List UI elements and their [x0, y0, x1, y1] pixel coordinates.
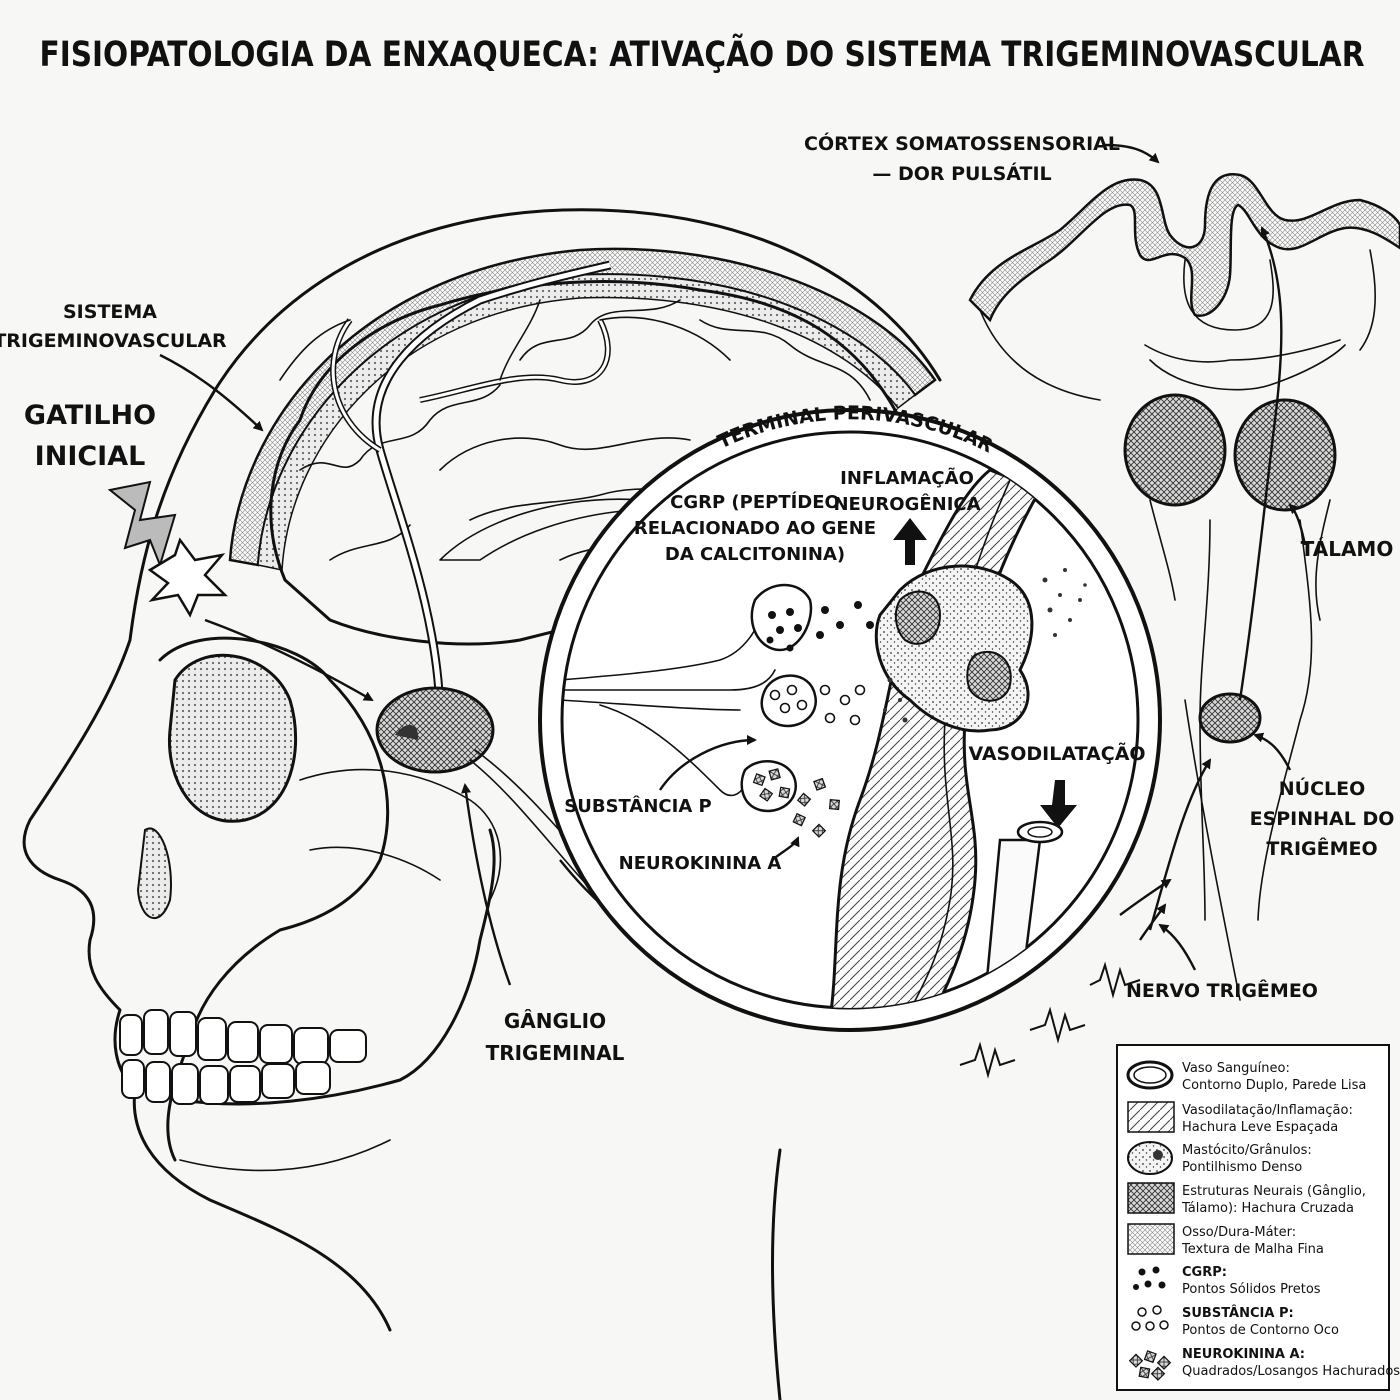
svg-text:Pontilhismo Denso: Pontilhismo Denso	[1182, 1160, 1302, 1175]
svg-text:Estruturas Neurais (Gânglio,: Estruturas Neurais (Gânglio,	[1182, 1184, 1366, 1199]
substancia-p-label: SUBSTÂNCIA P	[564, 795, 711, 817]
vasodilation-arrow	[1040, 780, 1077, 828]
svg-text:Pontos de Contorno Oco: Pontos de Contorno Oco	[1182, 1323, 1339, 1338]
svg-text:INICIAL: INICIAL	[35, 441, 146, 472]
eye-orbit	[167, 653, 298, 823]
thalamus-left	[1123, 393, 1227, 507]
svg-text:CGRP:: CGRP:	[1182, 1265, 1227, 1280]
svg-text:Hachura Leve Espaçada: Hachura Leve Espaçada	[1182, 1120, 1338, 1135]
svg-text:INFLAMAÇÃO: INFLAMAÇÃO	[840, 466, 974, 489]
svg-text:TRIGÊMEO: TRIGÊMEO	[1266, 837, 1377, 860]
perivascular-terminal-zoom: TERMINAL PERIVASCULAR	[538, 402, 1162, 1032]
sistema-trigeminovascular-label: SISTEMA TRIGEMINOVASCULAR	[0, 301, 227, 352]
svg-text:Osso/Dura-Máter:: Osso/Dura-Máter:	[1182, 1225, 1296, 1240]
svg-text:TRIGEMINOVASCULAR: TRIGEMINOVASCULAR	[0, 330, 227, 352]
legend-vasodilatacao: Vasodilatação/Inflamação: Hachura Leve E…	[1127, 1101, 1353, 1135]
svg-text:CGRP (PEPTÍDEO: CGRP (PEPTÍDEO	[670, 491, 840, 513]
svg-text:NEUROKININA A:: NEUROKININA A:	[1182, 1347, 1305, 1362]
cgrp-label: CGRP (PEPTÍDEO RELACIONADO AO GENE DA CA…	[634, 491, 876, 565]
ganglio-label: GÂNGLIO TRIGEMINAL	[486, 1009, 625, 1065]
svg-text:Textura de Malha Fina: Textura de Malha Fina	[1181, 1242, 1324, 1257]
neurokinin-a-molecules	[752, 768, 840, 838]
svg-text:NÚCLEO: NÚCLEO	[1279, 776, 1366, 800]
legend-osso: Osso/Dura-Máter: Textura de Malha Fina	[1127, 1223, 1324, 1257]
svg-text:Mastócito/Grânulos:: Mastócito/Grânulos:	[1182, 1143, 1312, 1158]
svg-text:Vasodilatação/Inflamação:: Vasodilatação/Inflamação:	[1182, 1103, 1353, 1118]
nerve-signal-waves	[959, 961, 1141, 1079]
legend-cgrp: CGRP: Pontos Sólidos Pretos	[1133, 1265, 1321, 1297]
svg-text:NEUROGÊNICA: NEUROGÊNICA	[833, 493, 980, 515]
thalamus-right	[1233, 398, 1337, 512]
cortex-label: CÓRTEX SOMATOSSENSORIAL — DOR PULSÁTIL	[804, 131, 1120, 185]
head-outline	[22, 208, 942, 1332]
svg-text:RELACIONADO AO GENE: RELACIONADO AO GENE	[634, 518, 876, 539]
svg-text:SUBSTÂNCIA P:: SUBSTÂNCIA P:	[1182, 1305, 1294, 1321]
neurokinina-label: NEUROKININA A	[619, 853, 782, 874]
legend-mastocito: Mastócito/Grânulos: Pontilhismo Denso	[1127, 1141, 1312, 1175]
svg-text:Vaso Sanguíneo:: Vaso Sanguíneo:	[1182, 1061, 1290, 1076]
brain-section	[968, 172, 1400, 931]
gatilho-inicial-label: GATILHO INICIAL	[24, 400, 156, 472]
svg-text:GÂNGLIO: GÂNGLIO	[504, 1009, 606, 1033]
trigger-lightning-icon	[107, 480, 229, 618]
cgrp-molecules	[766, 601, 874, 652]
svg-text:ESPINHAL DO: ESPINHAL DO	[1250, 808, 1395, 830]
jaw	[178, 828, 496, 1106]
inflamacao-label: INFLAMAÇÃO NEUROGÊNICA	[833, 466, 980, 515]
brain-outline	[269, 280, 926, 646]
svg-text:DA CALCITONINA): DA CALCITONINA)	[665, 544, 845, 565]
mast-cell-granules	[883, 568, 1087, 723]
inflammation-arrow	[893, 518, 927, 565]
vasodilatacao-label: VASODILATAÇÃO	[968, 741, 1145, 765]
nucleo-label: NÚCLEO ESPINHAL DO TRIGÊMEO	[1250, 776, 1395, 860]
spinal-trigeminal-nucleus	[1198, 692, 1262, 744]
svg-text:TRIGEMINAL: TRIGEMINAL	[486, 1041, 625, 1065]
svg-text:Tálamo): Hachura Cruzada: Tálamo): Hachura Cruzada	[1181, 1201, 1354, 1216]
svg-text:Contorno Duplo, Parede Lisa: Contorno Duplo, Parede Lisa	[1182, 1078, 1366, 1093]
trigeminal-ganglion	[375, 686, 495, 774]
svg-text:Quadrados/Losangos Hachurados: Quadrados/Losangos Hachurados	[1182, 1364, 1400, 1379]
neck-outline	[771, 1148, 782, 1400]
somatosensory-cortex	[968, 172, 1400, 323]
svg-text:CÓRTEX SOMATOSSENSORIAL: CÓRTEX SOMATOSSENSORIAL	[804, 131, 1120, 155]
svg-text:— DOR PULSÁTIL: — DOR PULSÁTIL	[872, 162, 1051, 185]
svg-text:Pontos Sólidos Pretos: Pontos Sólidos Pretos	[1182, 1282, 1321, 1297]
svg-text:SISTEMA: SISTEMA	[63, 301, 157, 323]
teeth	[119, 1009, 367, 1105]
svg-text:GATILHO: GATILHO	[24, 400, 156, 431]
page-title: FISIOPATOLOGIA DA ENXAQUECA: ATIVAÇÃO DO…	[40, 33, 1365, 75]
substance-p-molecules	[769, 684, 866, 726]
legend: Vaso Sanguíneo: Contorno Duplo, Parede L…	[1116, 1044, 1400, 1391]
legend-substancia-p: SUBSTÂNCIA P: Pontos de Contorno Oco	[1131, 1305, 1339, 1338]
legend-vaso: Vaso Sanguíneo: Contorno Duplo, Parede L…	[1126, 1060, 1366, 1093]
nervo-trigemeo-label: NERVO TRIGÊMEO	[1126, 979, 1318, 1002]
legend-neurokinina: NEUROKININA A: Quadrados/Losangos Hachur…	[1128, 1347, 1400, 1381]
talamo-label: TÁLAMO	[1301, 537, 1394, 561]
legend-estruturas-neurais: Estruturas Neurais (Gânglio, Tálamo): Ha…	[1127, 1182, 1366, 1216]
